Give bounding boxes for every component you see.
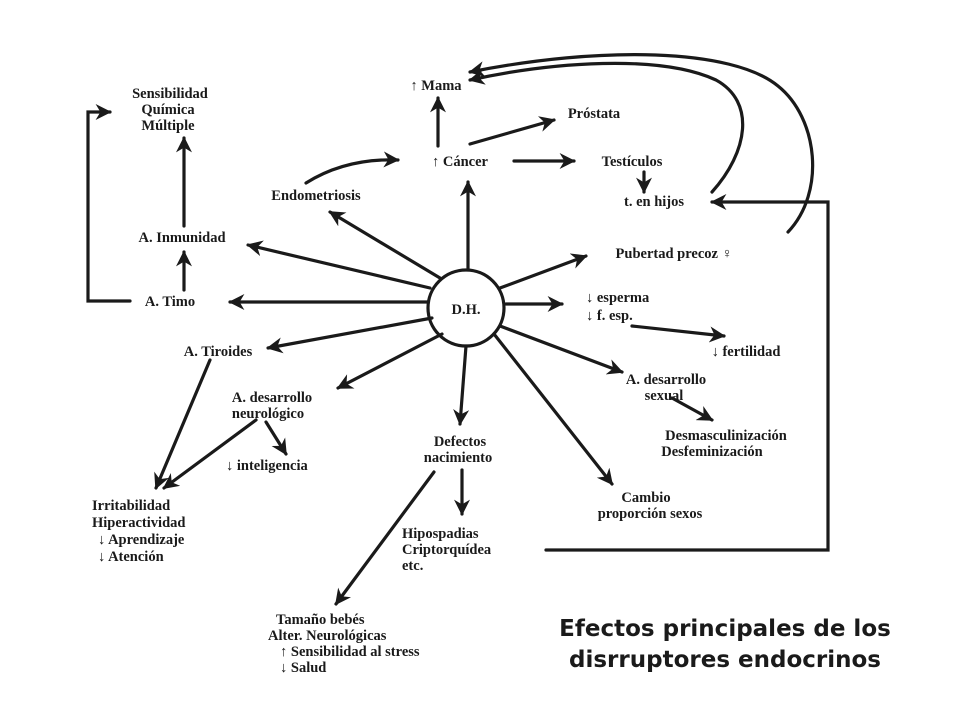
arrow-to-desarrollo-sexual: [498, 324, 624, 375]
arrow-to-inmunidad: [246, 240, 432, 290]
curve-pubertad-to-mama: [468, 53, 815, 234]
arrow-neuro-to-irritabilidad: [162, 418, 258, 490]
arrow-to-neuro: [336, 332, 444, 390]
label-prostata: Próstata: [568, 106, 621, 122]
arrow-sexual-to-desmasc: [670, 396, 714, 422]
label-tamano-bebes: Tamaño bebés: [276, 612, 365, 628]
label-inteligencia: ↓ inteligencia: [226, 458, 309, 474]
label-hijos: t. en hijos: [624, 194, 684, 210]
center-node-label: D.H.: [452, 302, 481, 318]
arrow-neuro-to-inteligencia: [264, 420, 288, 456]
label-aprendizaje: ↓ Aprendizaje: [98, 532, 185, 548]
label-cambio-2: proporción sexos: [598, 506, 703, 522]
connector-hipospadias-to-hijos: [544, 194, 830, 552]
arrow-to-pubertad: [498, 253, 588, 290]
label-irritabilidad: Irritabilidad: [92, 498, 170, 514]
label-pubertad: Pubertad precoz ♀: [616, 246, 733, 262]
label-sensibilidad: Sensibilidad: [132, 86, 208, 102]
label-endometriosis: Endometriosis: [271, 188, 361, 204]
label-multiple: Múltiple: [141, 118, 195, 134]
label-mama: ↑ Mama: [410, 78, 462, 94]
label-quimica: Química: [141, 102, 195, 118]
arrow-endometriosis-to-cancer: [304, 151, 400, 185]
label-hipospadias: Hipospadias: [402, 526, 479, 542]
connector-timo-to-sensibilidad: [86, 104, 132, 303]
arrow-to-tiroides: [266, 316, 434, 354]
label-desarrollo-sexual-1: A. desarrollo: [626, 372, 706, 388]
caption-line-2: disrruptores endocrinos: [569, 647, 881, 673]
label-salud: ↓ Salud: [280, 660, 326, 676]
label-f-esp: ↓ f. esp.: [586, 308, 633, 324]
label-criptorquidea: Criptorquídea: [402, 542, 492, 558]
label-sensibilidad-stress: ↑ Sensibilidad al stress: [280, 644, 420, 660]
label-defectos-1: Defectos: [434, 434, 487, 450]
label-atencion: ↓ Atención: [98, 549, 164, 565]
label-timo: A. Timo: [145, 294, 195, 310]
arrow-to-endometriosis: [328, 210, 442, 280]
arrow-to-cambio: [492, 332, 614, 486]
label-cambio-1: Cambio: [621, 490, 670, 506]
arrow-to-defectos: [453, 344, 470, 426]
label-esperma: ↓ esperma: [586, 290, 650, 306]
label-testiculos: Testículos: [602, 154, 663, 170]
label-defectos-2: nacimiento: [424, 450, 492, 466]
label-cancer: ↑ Cáncer: [432, 154, 489, 170]
arrow-tiroides-to-irritabilidad: [154, 358, 212, 490]
label-desarrollo-sexual-2: sexual: [645, 388, 684, 404]
label-alter-neurologicas: Alter. Neurológicas: [268, 628, 387, 644]
caption: Efectos principales de los disrruptores …: [520, 614, 930, 676]
label-hiperactividad: Hiperactividad: [92, 515, 185, 531]
label-etc: etc.: [402, 558, 423, 574]
caption-line-1: Efectos principales de los: [559, 616, 891, 642]
curve-hijos-to-mama: [468, 61, 745, 194]
label-desmasculinizacion: Desmasculinización: [665, 428, 787, 444]
arrow-defectos-to-tamano: [334, 470, 436, 606]
label-desfeminizacion: Desfeminización: [661, 444, 762, 460]
label-tiroides: A. Tiroides: [184, 344, 253, 360]
label-inmunidad: A. Inmunidad: [138, 230, 225, 246]
arrow-cancer-to-prostata: [468, 116, 556, 146]
label-neuro-1: A. desarrollo: [232, 390, 312, 406]
arrow-esperma-to-fertilidad: [630, 324, 726, 343]
label-fertilidad: ↓ fertilidad: [712, 344, 781, 360]
label-neuro-2: neurológico: [232, 406, 304, 422]
